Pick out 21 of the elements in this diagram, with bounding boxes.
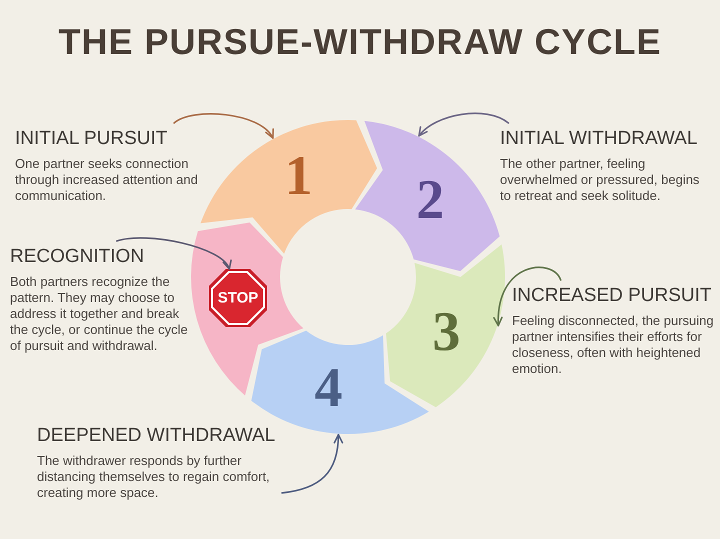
curved-arrow — [116, 237, 230, 270]
step-description: Feeling disconnected, the pursuing partner intensifies their efforts for closeness, often with heightened emotion. — [512, 313, 715, 377]
step-description: The withdrawer responds by further distancing themselves to regain comfort, creating more space. — [37, 453, 271, 501]
sign-text: STOP — [218, 290, 258, 306]
curved-arrow — [281, 434, 343, 494]
step-heading: INITIAL WITHDRAWAL — [500, 128, 698, 150]
curved-arrow — [494, 266, 562, 326]
step-heading: INCREASED PURSUIT — [512, 285, 712, 307]
step-number: 2 — [416, 172, 444, 228]
step-number: 3 — [432, 304, 460, 360]
step-number: 1 — [284, 148, 313, 204]
step-heading: RECOGNITION — [10, 246, 144, 268]
step-description: The other partner, feeling overwhelmed or pressured, begins to retreat and seek solitude. — [500, 156, 700, 204]
step-heading: DEEPENED WITHDRAWAL — [37, 425, 276, 447]
step-heading: INITIAL PURSUIT — [15, 128, 168, 150]
step-number: 4 — [314, 360, 342, 416]
curved-arrow — [173, 113, 274, 139]
diagram-title: THE PURSUE-WITHDRAW CYCLE — [58, 20, 662, 64]
step-description: One partner seeks connection through increased attention and communication. — [15, 156, 199, 204]
step-description: Both partners recognize the pattern. They may choose to address it together and break the cycle, or continue the cycle of pursuit and withdrawal. — [10, 274, 188, 354]
curved-arrow — [418, 112, 510, 137]
